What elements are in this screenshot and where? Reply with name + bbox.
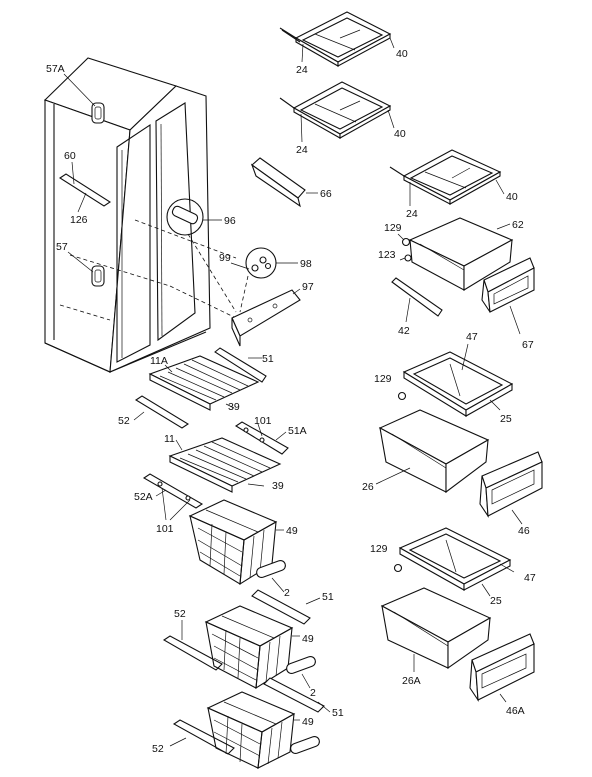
label-129-a: 129 xyxy=(384,222,402,234)
pan-26a xyxy=(380,587,492,672)
label-11a: 11A xyxy=(150,355,168,367)
glass-shelf-right xyxy=(389,149,505,206)
basket-49-lower xyxy=(206,691,300,769)
handle-2-c xyxy=(290,736,320,754)
wire-shelf-11 xyxy=(168,437,282,493)
label-52-a: 52 xyxy=(118,415,130,427)
glass-shelf-top xyxy=(279,11,395,67)
label-46: 46 xyxy=(518,525,530,537)
label-101-b: 101 xyxy=(156,523,174,535)
label-39-b: 39 xyxy=(272,480,284,492)
shelf-trim-66 xyxy=(250,157,318,208)
cover-46a xyxy=(469,633,535,703)
label-66: 66 xyxy=(320,188,332,200)
label-60: 60 xyxy=(64,150,76,162)
label-24-top: 24 xyxy=(296,64,308,76)
label-52-b: 52 xyxy=(174,608,186,620)
label-49-middle: 49 xyxy=(302,633,314,645)
label-67: 67 xyxy=(522,339,534,351)
label-24-middle: 24 xyxy=(296,144,308,156)
hinge-cover-57a xyxy=(63,73,105,124)
screw-129-c xyxy=(393,563,403,573)
bracket-126 xyxy=(58,161,112,213)
label-40-right: 40 xyxy=(506,191,518,203)
label-123: 123 xyxy=(378,249,396,261)
label-98: 98 xyxy=(300,258,312,270)
label-51A: 51A xyxy=(288,425,307,437)
rail-42 xyxy=(391,277,443,323)
pan-62 xyxy=(408,217,514,291)
label-129-c: 129 xyxy=(370,543,388,555)
callout-circle-96 xyxy=(166,198,222,236)
label-126: 126 xyxy=(70,214,88,226)
label-51-b: 51 xyxy=(322,591,334,603)
label-39-a: 39 xyxy=(228,401,240,413)
rail-52-c xyxy=(169,719,235,755)
label-52-c: 52 xyxy=(152,743,164,755)
cover-46 xyxy=(479,451,543,525)
label-101-a: 101 xyxy=(254,415,272,427)
pan-26 xyxy=(375,409,490,494)
label-57a: 57A xyxy=(46,63,65,75)
label-62: 62 xyxy=(512,219,524,231)
rail-51a xyxy=(234,421,289,455)
label-46A: 46A xyxy=(506,705,525,717)
shelf-support-97 xyxy=(231,288,301,347)
callout-circle-98 xyxy=(230,247,298,279)
label-52A: 52A xyxy=(134,491,153,503)
label-51-a: 51 xyxy=(262,353,274,365)
basket-49-upper xyxy=(188,499,284,586)
rail-51-b xyxy=(251,589,321,625)
refrigerator-cabinet xyxy=(43,57,237,373)
label-47-lower: 47 xyxy=(524,572,536,584)
label-25-lower: 25 xyxy=(490,595,502,607)
handle-2-a xyxy=(256,560,286,593)
crisper-frame-47-lower xyxy=(398,527,515,597)
cover-67 xyxy=(481,257,535,335)
hinge-cover-57 xyxy=(67,251,105,287)
glass-shelf-middle xyxy=(279,81,395,143)
rail-52-b xyxy=(162,620,223,671)
label-99: 99 xyxy=(219,252,231,264)
rail-51-c xyxy=(263,677,331,713)
label-24-right: 24 xyxy=(406,208,418,220)
label-47-upper: 47 xyxy=(466,331,478,343)
label-40-middle: 40 xyxy=(394,128,406,140)
screw-129-a xyxy=(397,233,411,247)
label-57: 57 xyxy=(56,241,68,253)
label-129-b: 129 xyxy=(374,373,392,385)
part-number-labels: 57A 60 126 57 24 40 24 40 66 96 99 98 97… xyxy=(46,48,536,755)
screw-123 xyxy=(399,254,412,262)
label-49-lower: 49 xyxy=(302,716,314,728)
label-2-b: 2 xyxy=(310,687,316,699)
label-42: 42 xyxy=(398,325,410,337)
label-40-top: 40 xyxy=(396,48,408,60)
label-26: 26 xyxy=(362,481,374,493)
label-26A: 26A xyxy=(402,675,421,687)
rail-52a-lower xyxy=(142,473,204,521)
crisper-frame-47-upper xyxy=(402,343,514,417)
wire-shelf-11a xyxy=(148,355,260,411)
label-51-c: 51 xyxy=(332,707,344,719)
dashed-leaders-96-98 xyxy=(187,233,249,313)
label-97: 97 xyxy=(302,281,314,293)
handle-2-b xyxy=(286,656,316,689)
rail-51-a xyxy=(214,347,267,383)
basket-49-middle xyxy=(204,605,300,690)
label-2-a: 2 xyxy=(284,587,290,599)
screw-129-b xyxy=(397,391,407,401)
label-11: 11 xyxy=(164,433,175,445)
label-96: 96 xyxy=(224,215,236,227)
rail-52-a xyxy=(133,395,190,429)
label-49-upper: 49 xyxy=(286,525,298,537)
label-25-upper: 25 xyxy=(500,413,512,425)
